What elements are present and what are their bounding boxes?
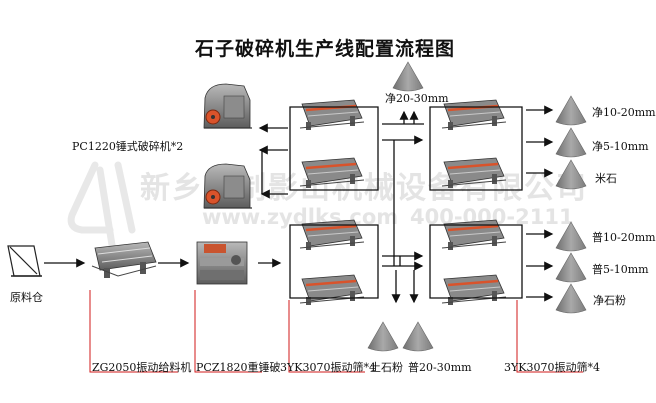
pile-clean-10-20 [555, 95, 587, 126]
product-label-soil-powder: 土石粉 [370, 361, 403, 374]
leader-lines [89, 290, 583, 373]
crusher-label: PCZ1820重锤破 [196, 361, 281, 374]
raw-bin-label: 原料仓 [10, 291, 43, 304]
pile-normal-10-20 [555, 221, 587, 252]
product-label-normal-10-20: 普10-20mm [592, 231, 656, 244]
hammer-crusher-bottom [203, 163, 252, 209]
pile-normal-20-30 [402, 321, 434, 352]
screen-b1 [299, 219, 365, 250]
product-label-clean-20-30: 净20-30mm [385, 92, 449, 105]
feeder-label: ZG2050振动给料机 [92, 361, 192, 374]
screen-c1 [441, 99, 507, 130]
hammer-crusher-top [203, 83, 252, 129]
screen-a2 [299, 157, 365, 188]
flow-lines [44, 105, 554, 304]
vibrating-feeder [91, 241, 157, 278]
raw-material-bin [7, 245, 42, 277]
screens-stage1-label: 3YK3070振动筛*4 [280, 361, 376, 374]
screen-b2 [299, 274, 365, 305]
product-label-normal-20-30: 普20-30mm [408, 361, 472, 374]
screen-d1 [441, 219, 507, 250]
product-label-normal-5-10: 普5-10mm [592, 263, 649, 276]
pile-clean-stone-powder [555, 283, 587, 314]
product-label-clean-10-20: 净10-20mm [592, 106, 656, 119]
pile-clean-5-10 [555, 127, 587, 158]
pile-normal-5-10 [555, 252, 587, 283]
pile-soil-powder [367, 321, 399, 352]
product-label-clean-stone-powder: 净石粉 [593, 294, 626, 307]
screen-c2 [441, 157, 507, 188]
pile-rice-stone [555, 159, 587, 190]
screens-stage2-label: 3YK3070振动筛*4 [504, 361, 600, 374]
product-label-rice-stone: 米石 [595, 172, 617, 185]
hammer-crushers-label: PC1220锤式破碎机*2 [72, 140, 184, 153]
heavy-hammer-crusher [196, 241, 248, 285]
product-label-clean-5-10: 净5-10mm [592, 140, 649, 153]
screen-d2 [441, 274, 507, 305]
watermark-logo [67, 161, 136, 249]
page-title: 石子破碎机生产线配置流程图 [194, 38, 455, 60]
pile-clean-20-30 [392, 61, 424, 92]
screen-a1 [299, 99, 365, 130]
